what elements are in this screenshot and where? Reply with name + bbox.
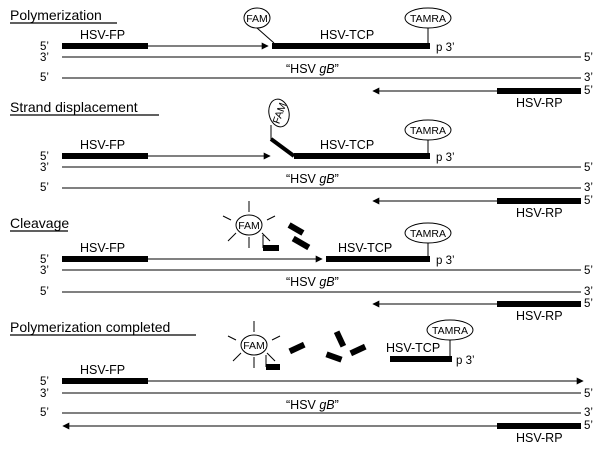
cleaved-fragment — [333, 330, 347, 348]
probe-end-label: p 3’ — [456, 355, 475, 367]
released-probe-remnant — [390, 356, 452, 362]
reverse-primer-label: HSV-RP — [516, 431, 563, 445]
five-prime-label: 5’ — [584, 388, 593, 400]
tamra-label: TAMRA — [410, 125, 446, 137]
probe-bar — [326, 256, 430, 262]
fam-reporter — [240, 334, 268, 356]
target-label: “HSV gB” — [286, 275, 339, 289]
probe-bar — [294, 153, 430, 159]
cleaved-fragment — [349, 343, 367, 357]
tamra-quencher — [404, 7, 452, 29]
panel-title-polymerization-completed: Polymerization completed — [10, 319, 170, 335]
five-prime-label: 5’ — [40, 72, 49, 84]
five-prime-label: 5’ — [584, 420, 593, 432]
forward-primer-bar — [62, 378, 148, 384]
fam-reporter — [268, 98, 290, 128]
fam-label: FAM — [238, 220, 260, 232]
five-prime-label: 5’ — [584, 195, 593, 207]
fam-fluorescence: FAM — [222, 201, 276, 248]
cleaved-fragment — [288, 341, 306, 355]
cleaved-fragment — [266, 364, 280, 370]
tamra-quencher — [404, 222, 452, 244]
three-prime-label: 3’ — [584, 286, 593, 298]
three-prime-label: 3’ — [40, 388, 49, 400]
target-label: “HSV gB” — [286, 172, 339, 186]
fam-reporter — [235, 214, 263, 236]
five-prime-label: 5’ — [40, 182, 49, 194]
reverse-primer-label: HSV-RP — [516, 309, 563, 323]
probe-end-label: p 3’ — [436, 255, 455, 267]
forward-primer-bar — [62, 256, 148, 262]
forward-primer-label: HSV-FP — [80, 138, 125, 152]
probe-label: HSV-TCP — [338, 241, 392, 255]
probe-label: HSV-TCP — [320, 138, 374, 152]
five-prime-label: 5’ — [40, 41, 49, 53]
three-prime-label: 3’ — [584, 72, 593, 84]
target-label: “HSV gB” — [286, 398, 339, 412]
reverse-primer-bar — [497, 88, 581, 94]
cleaved-fragment — [263, 245, 279, 251]
probe-end-label: p 3’ — [436, 42, 455, 54]
three-prime-label: 3’ — [40, 265, 49, 277]
panel-cleavage: Cleavage FAM 5’ HSV-FP HSV-TCP TAMRA p 3… — [10, 201, 593, 323]
target-label: “HSV gB” — [286, 62, 339, 76]
cleaved-fragment — [325, 351, 343, 363]
cleaved-fragment — [291, 235, 311, 251]
forward-primer-label: HSV-FP — [80, 363, 125, 377]
tamra-label: TAMRA — [410, 228, 446, 240]
three-prime-label: 3’ — [584, 407, 593, 419]
five-prime-label: 5’ — [584, 265, 593, 277]
tamra-label: TAMRA — [432, 325, 468, 337]
three-prime-label: 3’ — [40, 162, 49, 174]
reverse-primer-label: HSV-RP — [516, 96, 563, 110]
five-prime-label: 5’ — [584, 298, 593, 310]
five-prime-label: 5’ — [40, 286, 49, 298]
five-prime-label: 5’ — [584, 52, 593, 64]
reverse-primer-bar — [497, 198, 581, 204]
tamra-label: TAMRA — [410, 13, 446, 25]
three-prime-label: 3’ — [584, 182, 593, 194]
five-prime-label: 5’ — [40, 407, 49, 419]
five-prime-label: 5’ — [584, 85, 593, 97]
five-prime-label: 5’ — [40, 254, 49, 266]
five-prime-label: 5’ — [584, 162, 593, 174]
panel-title-strand-displacement: Strand displacement — [10, 99, 138, 115]
fam-reporter — [243, 7, 271, 29]
forward-primer-bar — [62, 43, 148, 49]
cleaved-fragment — [287, 222, 305, 236]
panel-title-polymerization: Polymerization — [10, 7, 102, 23]
probe-label: HSV-TCP — [320, 28, 374, 42]
probe-bar — [272, 43, 430, 49]
forward-primer-label: HSV-FP — [80, 241, 125, 255]
displaced-probe-end — [269, 137, 296, 158]
five-prime-label: 5’ — [40, 151, 49, 163]
probe-end-label: p 3’ — [436, 152, 455, 164]
reverse-primer-bar — [497, 301, 581, 307]
panel-title-cleavage: Cleavage — [10, 215, 69, 231]
panel-polymerization: Polymerization 5’ HSV-FP HSV-TCP FAM TAM… — [10, 7, 593, 110]
tamra-quencher — [404, 119, 452, 141]
forward-primer-label: HSV-FP — [80, 28, 125, 42]
panel-strand-displacement: Strand displacement 5’ HSV-FP HSV-TCP FA… — [10, 98, 593, 220]
reverse-primer-label: HSV-RP — [516, 206, 563, 220]
fam-label: FAM — [243, 340, 265, 352]
reverse-primer-bar — [497, 423, 581, 429]
fam-label: FAM — [246, 13, 268, 25]
tamra-quencher — [426, 319, 474, 341]
fam-fluorescence: FAM — [227, 321, 281, 368]
five-prime-label: 5’ — [40, 376, 49, 388]
three-prime-label: 3’ — [40, 52, 49, 64]
panel-polymerization-completed: Polymerization completed FAM HSV-TCP TAM… — [10, 319, 593, 445]
probe-label: HSV-TCP — [386, 341, 440, 355]
forward-primer-bar — [62, 153, 148, 159]
